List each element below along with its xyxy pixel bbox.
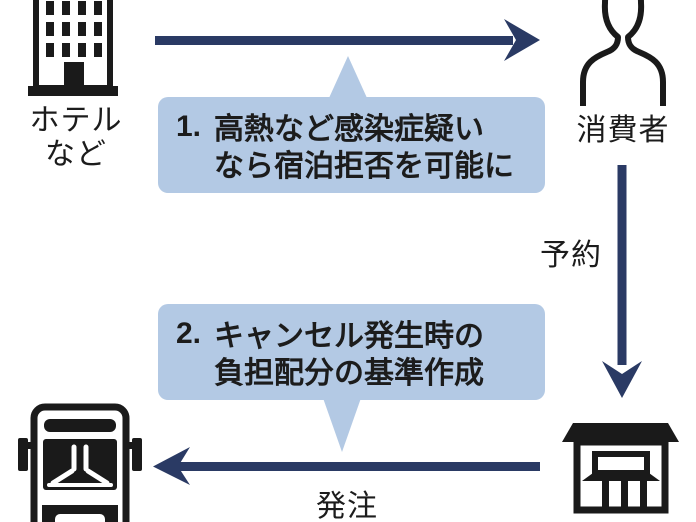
reservation-label: 予約	[540, 239, 602, 272]
callout2-line2: 負担配分の基準作成	[214, 357, 484, 390]
building-icon	[28, 0, 118, 96]
callout1-text: 高熱など感染症疑い なら宿泊拒否を可能に	[214, 111, 514, 185]
arrow-hotel-to-consumer	[155, 19, 540, 61]
arrow-consumer-to-agency	[602, 165, 642, 398]
hotel-label-line2: など	[45, 138, 107, 171]
bus-icon	[18, 403, 142, 522]
person-icon	[580, 0, 666, 106]
callout1-line2: なら宿泊拒否を可能に	[214, 150, 514, 183]
storefront-icon	[562, 423, 679, 514]
callout2-number: 2.	[176, 317, 202, 350]
callout1-box: 1. 高熱など感染症疑い なら宿泊拒否を可能に	[158, 97, 545, 193]
callout2-box: 2. キャンセル発生時の 負担配分の基準作成	[158, 304, 545, 400]
callout1-pointer-up	[329, 56, 367, 98]
order-label: 発注	[316, 490, 378, 522]
hotel-label: ホテル など	[18, 104, 134, 172]
callout1-line1: 高熱など感染症疑い	[214, 113, 484, 146]
callout2-pointer-down	[323, 398, 361, 452]
consumer-label: 消費者	[576, 114, 670, 147]
arrow-agency-to-bus	[153, 447, 540, 485]
callout2-line1: キャンセル発生時の	[214, 320, 484, 353]
callout1-number: 1.	[176, 110, 202, 143]
callout2-text: キャンセル発生時の 負担配分の基準作成	[214, 318, 484, 392]
hotel-label-line1: ホテル	[29, 104, 123, 137]
